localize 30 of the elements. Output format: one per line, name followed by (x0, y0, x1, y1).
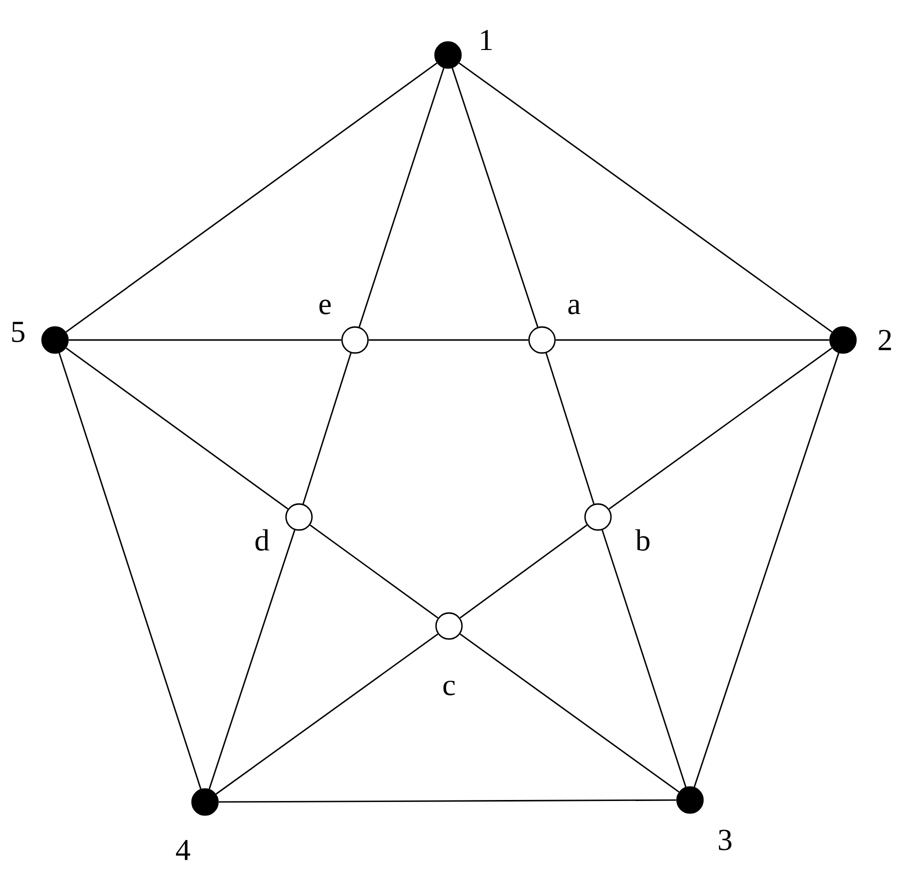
edge-line (458, 62, 832, 333)
edge-line (66, 347, 288, 510)
vertex-label: 3 (718, 830, 732, 850)
vertex-label: 1 (481, 30, 492, 50)
edge-line (302, 352, 352, 504)
vertex-label: a (568, 300, 580, 314)
edge-line (218, 799, 676, 803)
vertex-label: 5 (12, 322, 24, 342)
edge-line (460, 524, 588, 618)
vertex-label: 2 (878, 330, 891, 350)
edge-line (602, 530, 686, 788)
vertex-label: 4 (176, 840, 190, 860)
edge-line (310, 524, 438, 619)
edge-line (68, 339, 342, 341)
edge-line (608, 347, 832, 510)
edge-line (452, 68, 538, 328)
edge-line (694, 352, 840, 788)
edge-line (545, 352, 595, 504)
vertex-label: c (443, 680, 455, 696)
edge-line (460, 633, 680, 793)
vertex-label: e (319, 300, 331, 314)
edge-line (358, 68, 444, 328)
edge-line (368, 339, 528, 341)
edge-line (556, 339, 830, 341)
vertex-label: b (635, 529, 650, 551)
vertex-label: d (256, 529, 270, 551)
edge-line (216, 633, 438, 795)
edge-line (58, 352, 202, 790)
edge-line (66, 62, 438, 333)
edge-line (208, 530, 296, 790)
